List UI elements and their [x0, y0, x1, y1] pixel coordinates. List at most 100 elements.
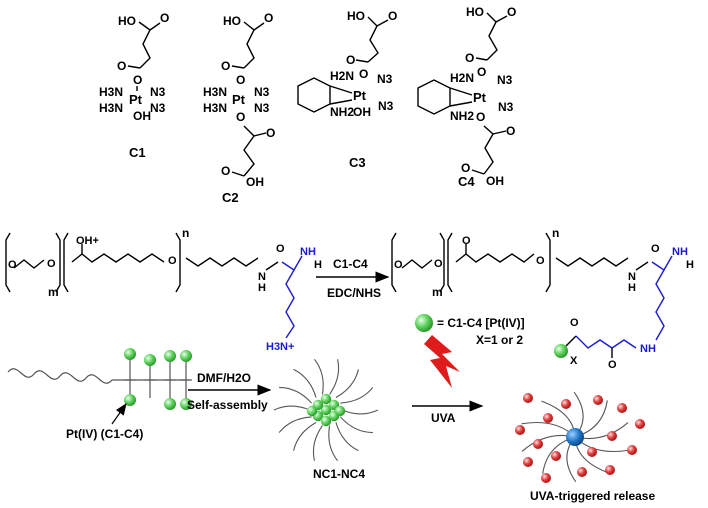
pendant-pt-sphere	[144, 354, 156, 366]
product-amide-o: O	[651, 243, 660, 255]
reactant-bracket-left-m	[5, 232, 11, 293]
c4-top-axial-o: O	[477, 65, 486, 79]
c1-axial-o: O	[133, 73, 142, 87]
c2-top-acid-carbonyl	[253, 22, 265, 31]
c2-bottom-ester-o: O	[266, 126, 275, 140]
corona-chain	[273, 405, 311, 411]
pendant-group	[124, 348, 192, 410]
reactant-lysine-h3n-plus: H3N+	[266, 341, 294, 353]
c3-carboxyl-ho: HO	[347, 9, 365, 23]
corona-chain	[312, 425, 323, 461]
product-lysine-alpha	[651, 255, 673, 271]
c1-hydroxo: OH	[133, 109, 151, 123]
product-bracket-right-m	[439, 232, 445, 293]
compound-c3-label: C3	[349, 155, 366, 170]
c1-acid-o: O	[160, 11, 169, 25]
c3-ester-carbonyl	[355, 59, 369, 63]
pendant-pt-sphere	[180, 350, 192, 362]
reaction1-reagent: C1-C4	[333, 257, 368, 271]
c3-n-pt-top	[329, 85, 353, 94]
reactant-hexyl-linker	[185, 257, 259, 267]
product-polymer: O O m O O n N H O NH H NH O O X	[391, 226, 694, 371]
pendant-pt-sphere	[124, 394, 136, 406]
reactant-caprolactone-chain	[71, 253, 165, 263]
c4-n-pt-top	[449, 87, 473, 96]
product-amide-c	[635, 261, 649, 271]
c4-top-ester-carbonyl	[475, 57, 488, 61]
product-ether-o-1: O	[394, 259, 403, 271]
c2-top-acid-o: O	[264, 11, 273, 25]
c3-succinate-chain	[367, 16, 379, 63]
corona-chain	[340, 416, 373, 434]
corona-chain	[278, 416, 312, 433]
compound-c4-structure: HO O O O H2N Pt N3 N3 NH2 O O O OH C4	[417, 5, 516, 189]
reactant-repeat-m: m	[48, 285, 59, 299]
legend-text: = C1-C4 [Pt(IV)]	[437, 316, 525, 330]
product-succinyl-linker	[575, 335, 637, 349]
c1-acid-carbonyl	[149, 22, 161, 31]
c3-azide-1: N3	[377, 72, 393, 86]
released-pt-sphere	[533, 439, 543, 449]
c1-azide-1: N3	[150, 85, 166, 99]
reactant-repeat-n: n	[182, 226, 189, 240]
product-pt-sphere	[554, 344, 568, 358]
released-pt-spheres	[515, 393, 645, 483]
pt-polymer-backbone: Pt(IV) (C1-C4)	[7, 348, 192, 441]
c4-pt: Pt	[473, 90, 487, 105]
c1-ammine-1: H3N	[99, 85, 123, 99]
c1-pt: Pt	[129, 92, 143, 107]
pendant-pt-sphere	[180, 398, 192, 410]
c2-bottom-acid-o: O	[221, 164, 230, 178]
reactant-lysine-sidechain	[285, 269, 295, 339]
c4-bottom-acid-carbonyl	[471, 169, 485, 175]
c3-azide-2: N3	[378, 99, 394, 113]
corona-chain	[293, 368, 317, 398]
compound-c1-structure: HO O O O H3N H3N Pt N3 N3 OH C1	[99, 11, 169, 160]
nanoparticle-nc: NC1-NC4	[273, 358, 379, 481]
c4-bottom-acid-o: O	[461, 161, 470, 175]
reactant-amide-o: O	[276, 243, 285, 255]
compound-c2-structure: HO O O O H3N H3N Pt N3 N3 O O O OH C2	[203, 11, 275, 205]
c1-ammine-2: H3N	[99, 101, 123, 115]
corona-chain	[293, 422, 317, 451]
released-pt-sphere	[523, 457, 533, 467]
c2-top-axial-o: O	[236, 73, 245, 87]
nanoparticle-label: NC1-NC4	[313, 467, 365, 481]
uva-label: UVA	[431, 411, 456, 425]
released-pt-sphere	[515, 425, 525, 435]
released-pt-sphere	[617, 403, 627, 413]
c4-bottom-axial-o: O	[476, 110, 485, 124]
reactant-peg-unit	[13, 259, 45, 269]
released-pt-sphere	[635, 419, 645, 429]
product-bracket-left-m	[391, 232, 397, 293]
product-carbonyl-o: O	[462, 235, 471, 247]
released-pt-sphere	[605, 465, 615, 475]
c4-azide-2: N3	[498, 100, 514, 114]
product-conjugate-nh: NH	[640, 343, 656, 355]
legend-pt-sphere	[415, 314, 433, 332]
released-pt-sphere	[551, 451, 561, 461]
compound-c2-label: C2	[222, 190, 239, 205]
reactant-ether-o-2: O	[47, 258, 56, 270]
corona-chain	[340, 387, 374, 404]
c3-amine-bottom: NH2	[330, 105, 354, 119]
released-pt-sphere	[523, 393, 533, 403]
pendant-pt-sphere	[164, 398, 176, 410]
c4-bottom-chain	[483, 125, 494, 175]
reactant-amide-c	[265, 261, 279, 271]
reactant-ether-o-1: O	[8, 259, 17, 271]
c2-top-ester-o: O	[221, 59, 230, 73]
c1-succinate-chain	[138, 21, 151, 69]
corona-chain	[335, 422, 359, 452]
corona-chain	[313, 358, 324, 395]
c3-hydroxo: OH	[353, 105, 371, 119]
product-hexyl-linker	[555, 257, 629, 267]
core-pt-sphere	[320, 415, 332, 427]
c2-pt: Pt	[232, 92, 246, 107]
nc-pt-core	[306, 393, 346, 427]
product-peg-unit	[401, 259, 433, 269]
product-amide-h: H	[628, 282, 636, 294]
released-pt-sphere	[593, 395, 603, 405]
product-conjugate-pt-bond	[565, 335, 577, 347]
reactant-bracket-right-n	[175, 232, 181, 293]
